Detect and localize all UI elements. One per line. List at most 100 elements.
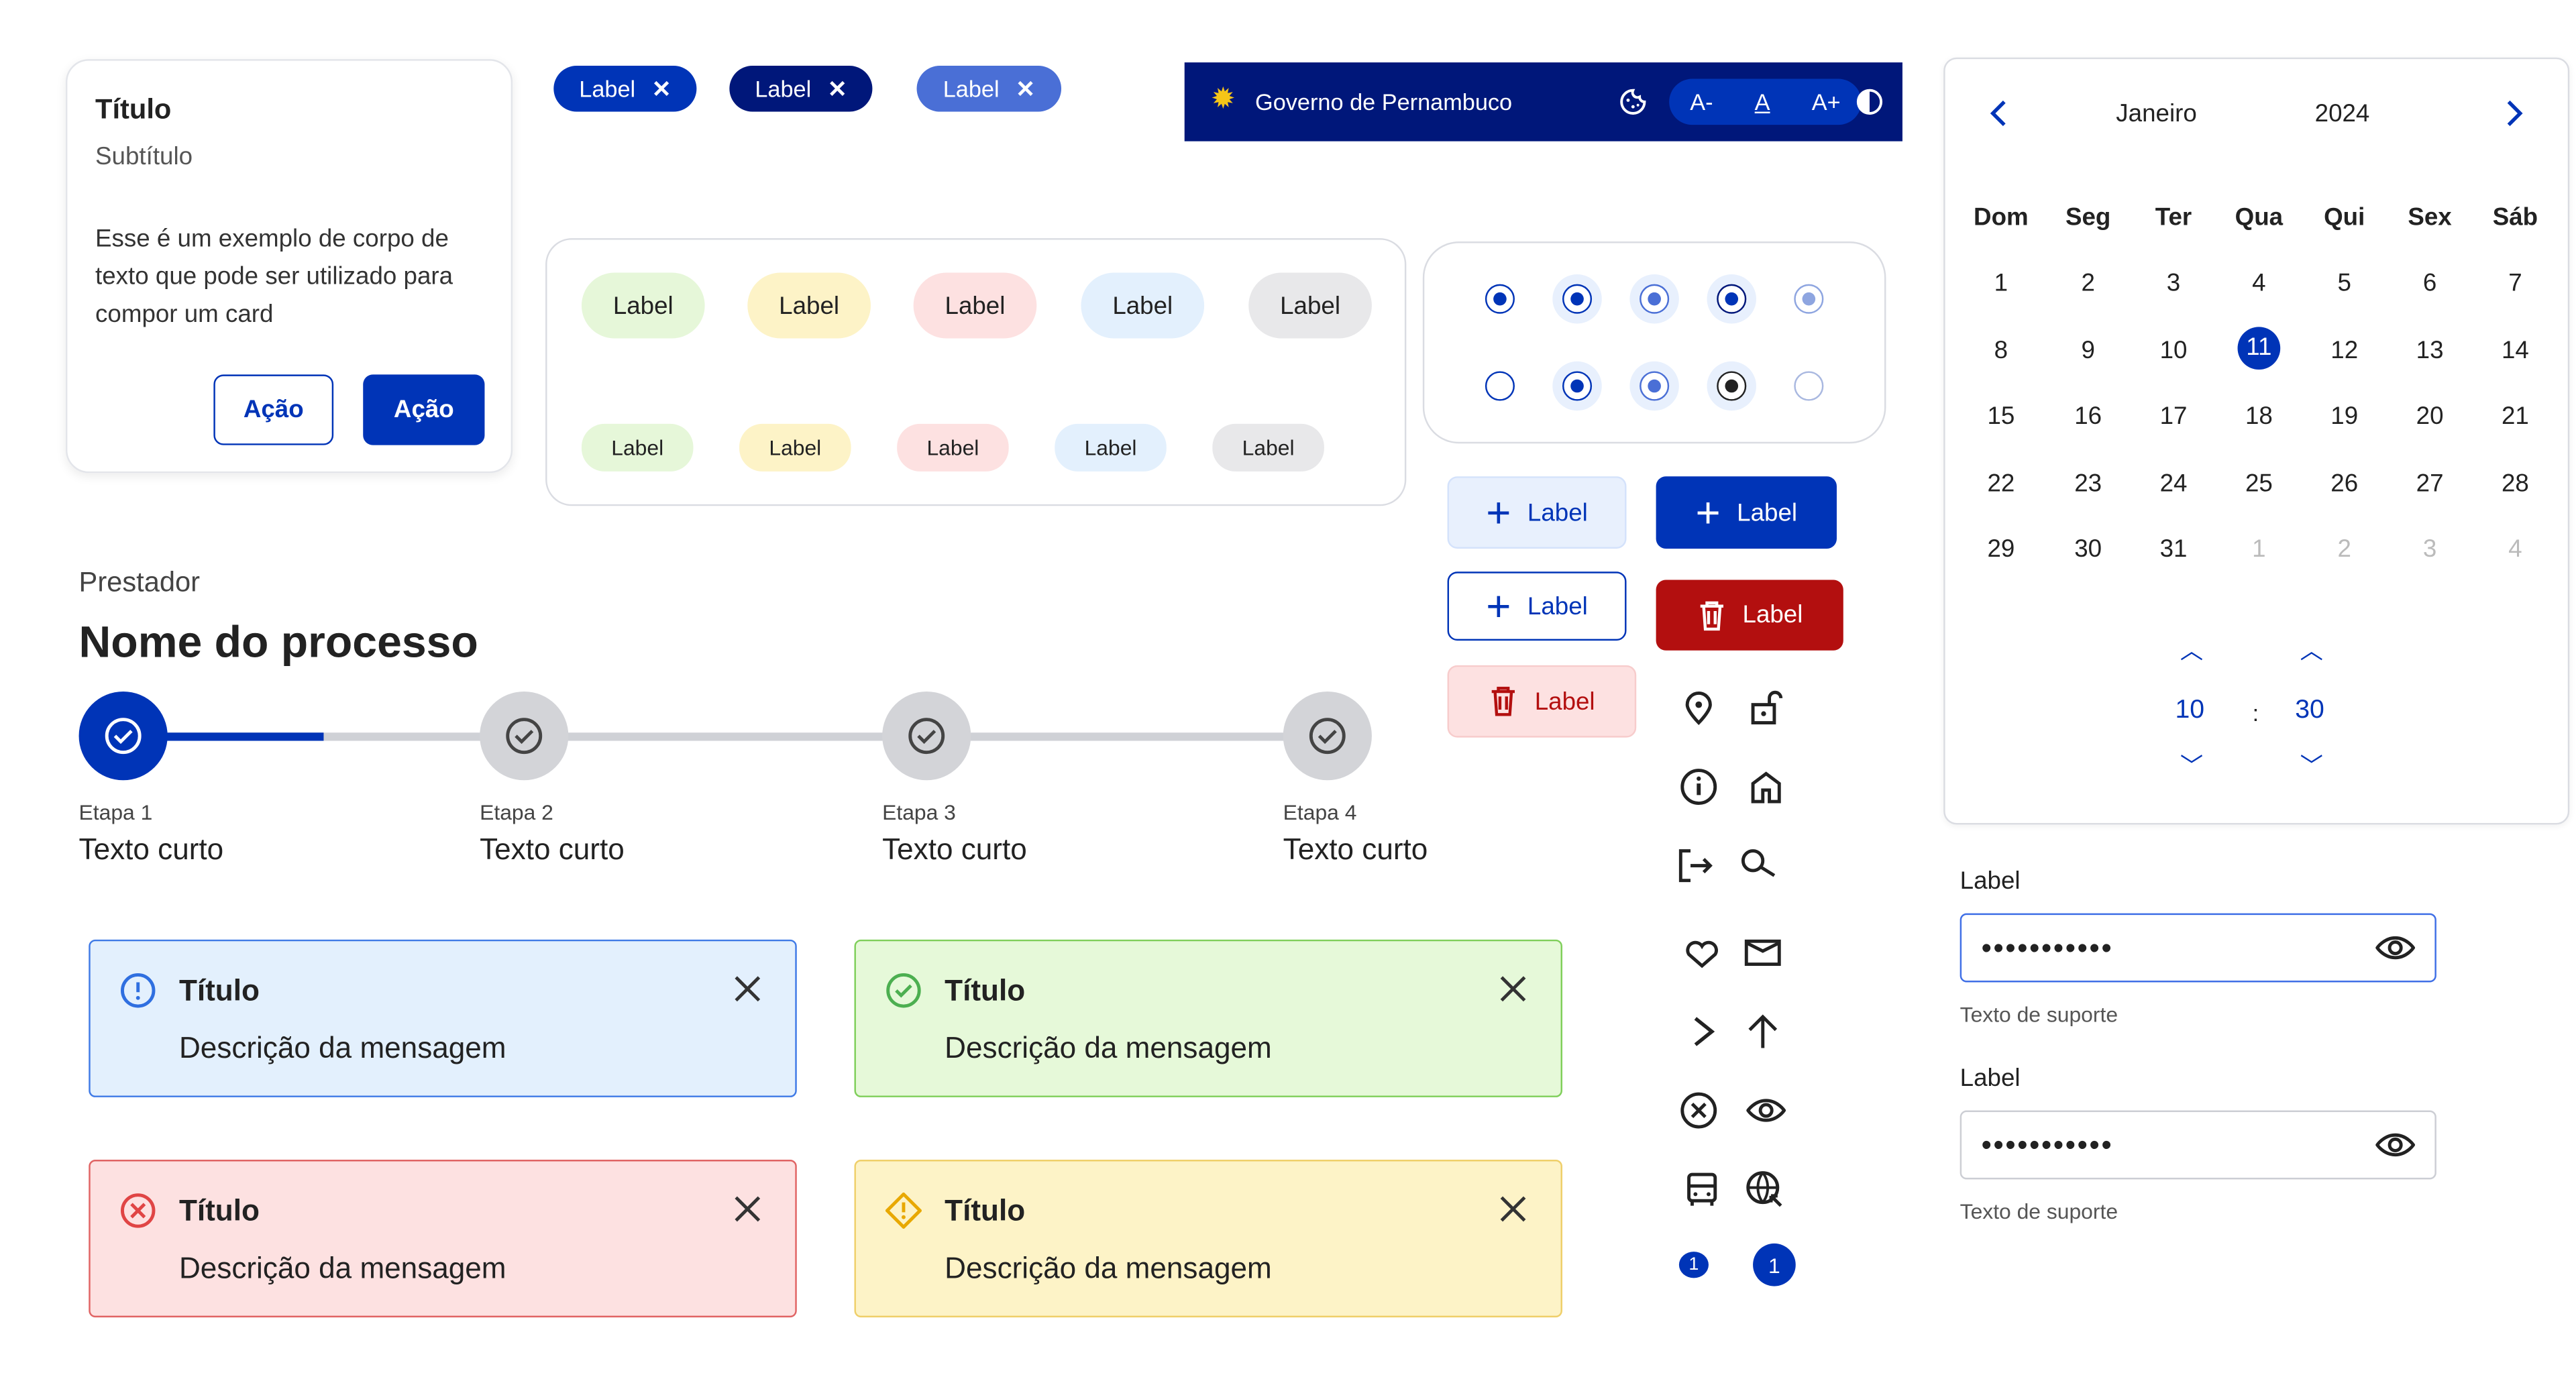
calendar-day[interactable]: 28 <box>2501 469 2529 497</box>
password-input[interactable]: ••••••••••• <box>1960 913 2436 983</box>
calendar-day[interactable]: 20 <box>2416 402 2444 431</box>
globe-cursor-icon <box>1746 1171 1782 1207</box>
font-decrease-button[interactable]: A- <box>1690 89 1713 115</box>
eye-icon[interactable] <box>2375 1125 2416 1165</box>
eye-icon[interactable] <box>2375 928 2416 968</box>
calendar-day[interactable]: 23 <box>2074 469 2102 497</box>
font-increase-button[interactable]: A+ <box>1811 89 1841 115</box>
calendar-day[interactable]: 19 <box>2330 402 2359 431</box>
radio-checked[interactable] <box>1640 284 1670 314</box>
step-indicator[interactable] <box>882 692 971 781</box>
calendar-day[interactable]: 2 <box>2081 269 2095 298</box>
alert-title: Título <box>178 1194 260 1227</box>
check-circle-icon <box>908 718 945 755</box>
chevron-up-icon[interactable]: ︿ <box>2300 637 2323 664</box>
radio-checked[interactable] <box>1485 284 1515 314</box>
step-indicator[interactable] <box>78 692 168 781</box>
calendar-day[interactable]: 15 <box>1987 402 2015 431</box>
danger-light-label-button[interactable]: Label <box>1447 665 1637 738</box>
calendar-day[interactable]: 22 <box>1987 469 2015 497</box>
calendar-year[interactable]: 2024 <box>2314 100 2370 129</box>
radio-unchecked[interactable] <box>1485 371 1515 401</box>
calendar-day[interactable]: 3 <box>2422 535 2437 564</box>
danger-label-button[interactable]: Label <box>1656 580 1843 651</box>
chevron-right-icon <box>1694 1017 1715 1046</box>
eye-icon <box>1746 1099 1786 1122</box>
chevron-up-icon[interactable]: ︿ <box>2180 637 2204 664</box>
radio-checked[interactable] <box>1794 284 1824 314</box>
password-input[interactable]: ••••••••••• <box>1960 1110 2436 1180</box>
calendar-day[interactable]: 30 <box>2074 535 2102 564</box>
chip[interactable]: Label✕ <box>916 65 1062 112</box>
calendar-day[interactable]: 5 <box>2337 269 2351 298</box>
step-indicator[interactable] <box>480 692 569 781</box>
radio-checked[interactable] <box>1640 371 1670 401</box>
close-icon[interactable] <box>1498 974 1527 1003</box>
radio-checked[interactable] <box>1717 371 1747 401</box>
calendar-day[interactable]: 18 <box>2245 402 2273 431</box>
heart-icon <box>1686 940 1718 969</box>
header-title[interactable]: Governo de Pernambuco <box>1255 89 1513 115</box>
close-icon[interactable]: ✕ <box>1016 74 1035 101</box>
calendar-day[interactable]: 8 <box>1994 335 2008 364</box>
calendar-day[interactable]: 25 <box>2245 469 2273 497</box>
step-indicator[interactable] <box>1283 692 1372 781</box>
calendar-day[interactable]: 4 <box>2508 535 2522 564</box>
chip[interactable]: Label✕ <box>729 65 873 112</box>
button-label: Label <box>1737 498 1798 527</box>
close-icon[interactable]: ✕ <box>827 74 847 101</box>
chevron-right-icon[interactable] <box>2502 99 2525 128</box>
calendar-day[interactable]: 7 <box>2508 269 2522 298</box>
close-icon[interactable] <box>733 1194 762 1223</box>
calendar-day[interactable]: 3 <box>2166 269 2181 298</box>
calendar-day[interactable]: 31 <box>2159 535 2188 564</box>
calendar-day[interactable]: 24 <box>2159 469 2188 497</box>
calendar-month[interactable]: Janeiro <box>2116 100 2197 129</box>
chip[interactable]: Label✕ <box>553 65 697 112</box>
calendar-day[interactable]: 29 <box>1987 535 2015 564</box>
primary-label-button[interactable]: +Label <box>1656 476 1837 549</box>
calendar-day[interactable]: 1 <box>1994 269 2008 298</box>
radio-checked[interactable] <box>1562 371 1593 401</box>
radio-checked[interactable] <box>1562 284 1593 314</box>
arrow-up-icon <box>1748 1014 1778 1048</box>
time-hour[interactable]: 10 <box>2175 696 2205 725</box>
radio-unchecked[interactable] <box>1794 371 1824 401</box>
calendar-day[interactable]: 16 <box>2074 402 2102 431</box>
close-icon[interactable] <box>1498 1194 1527 1223</box>
cookie-icon[interactable] <box>1618 87 1648 117</box>
calendar-day[interactable]: 2 <box>2337 535 2351 564</box>
stepper-track <box>123 732 1328 741</box>
calendar-day[interactable]: 10 <box>2159 335 2188 364</box>
calendar-day[interactable]: 12 <box>2330 335 2359 364</box>
font-reset-button[interactable]: A <box>1754 89 1770 115</box>
calendar-day[interactable]: 1 <box>2252 535 2266 564</box>
chevron-left-icon[interactable] <box>1988 99 2010 128</box>
alert-description: Descrição da mensagem <box>178 1031 506 1064</box>
calendar-day[interactable]: 27 <box>2416 469 2444 497</box>
radio-checked[interactable] <box>1717 284 1747 314</box>
calendar-day[interactable]: 17 <box>2159 402 2188 431</box>
card-primary-action-button[interactable]: Ação <box>363 374 485 445</box>
calendar-day[interactable]: 14 <box>2501 335 2529 364</box>
calendar-day[interactable]: 26 <box>2330 469 2359 497</box>
calendar-day[interactable]: 9 <box>2081 335 2095 364</box>
chevron-down-icon[interactable]: ﹀ <box>2300 752 2323 779</box>
field-support-text: Texto de suporte <box>1960 1001 2118 1027</box>
calendar-day[interactable]: 6 <box>2422 269 2437 298</box>
close-icon[interactable] <box>733 974 762 1003</box>
calendar-day[interactable]: 4 <box>2252 269 2266 298</box>
mail-icon <box>1744 939 1781 967</box>
calendar-day[interactable]: 13 <box>2416 335 2444 364</box>
outline-label-button[interactable]: +Label <box>1447 571 1627 641</box>
contrast-icon[interactable] <box>1856 89 1883 115</box>
secondary-label-button[interactable]: +Label <box>1447 476 1627 549</box>
time-minute[interactable]: 30 <box>2295 696 2324 725</box>
card-secondary-action-button[interactable]: Ação <box>213 374 334 445</box>
chevron-down-icon[interactable]: ﹀ <box>2180 752 2204 779</box>
alert-title: Título <box>178 974 260 1007</box>
calendar-day[interactable]: 21 <box>2501 402 2529 431</box>
calendar-day-selected[interactable]: 11 <box>2237 326 2281 369</box>
step-text: Texto curto <box>480 832 625 866</box>
close-icon[interactable]: ✕ <box>651 74 672 101</box>
